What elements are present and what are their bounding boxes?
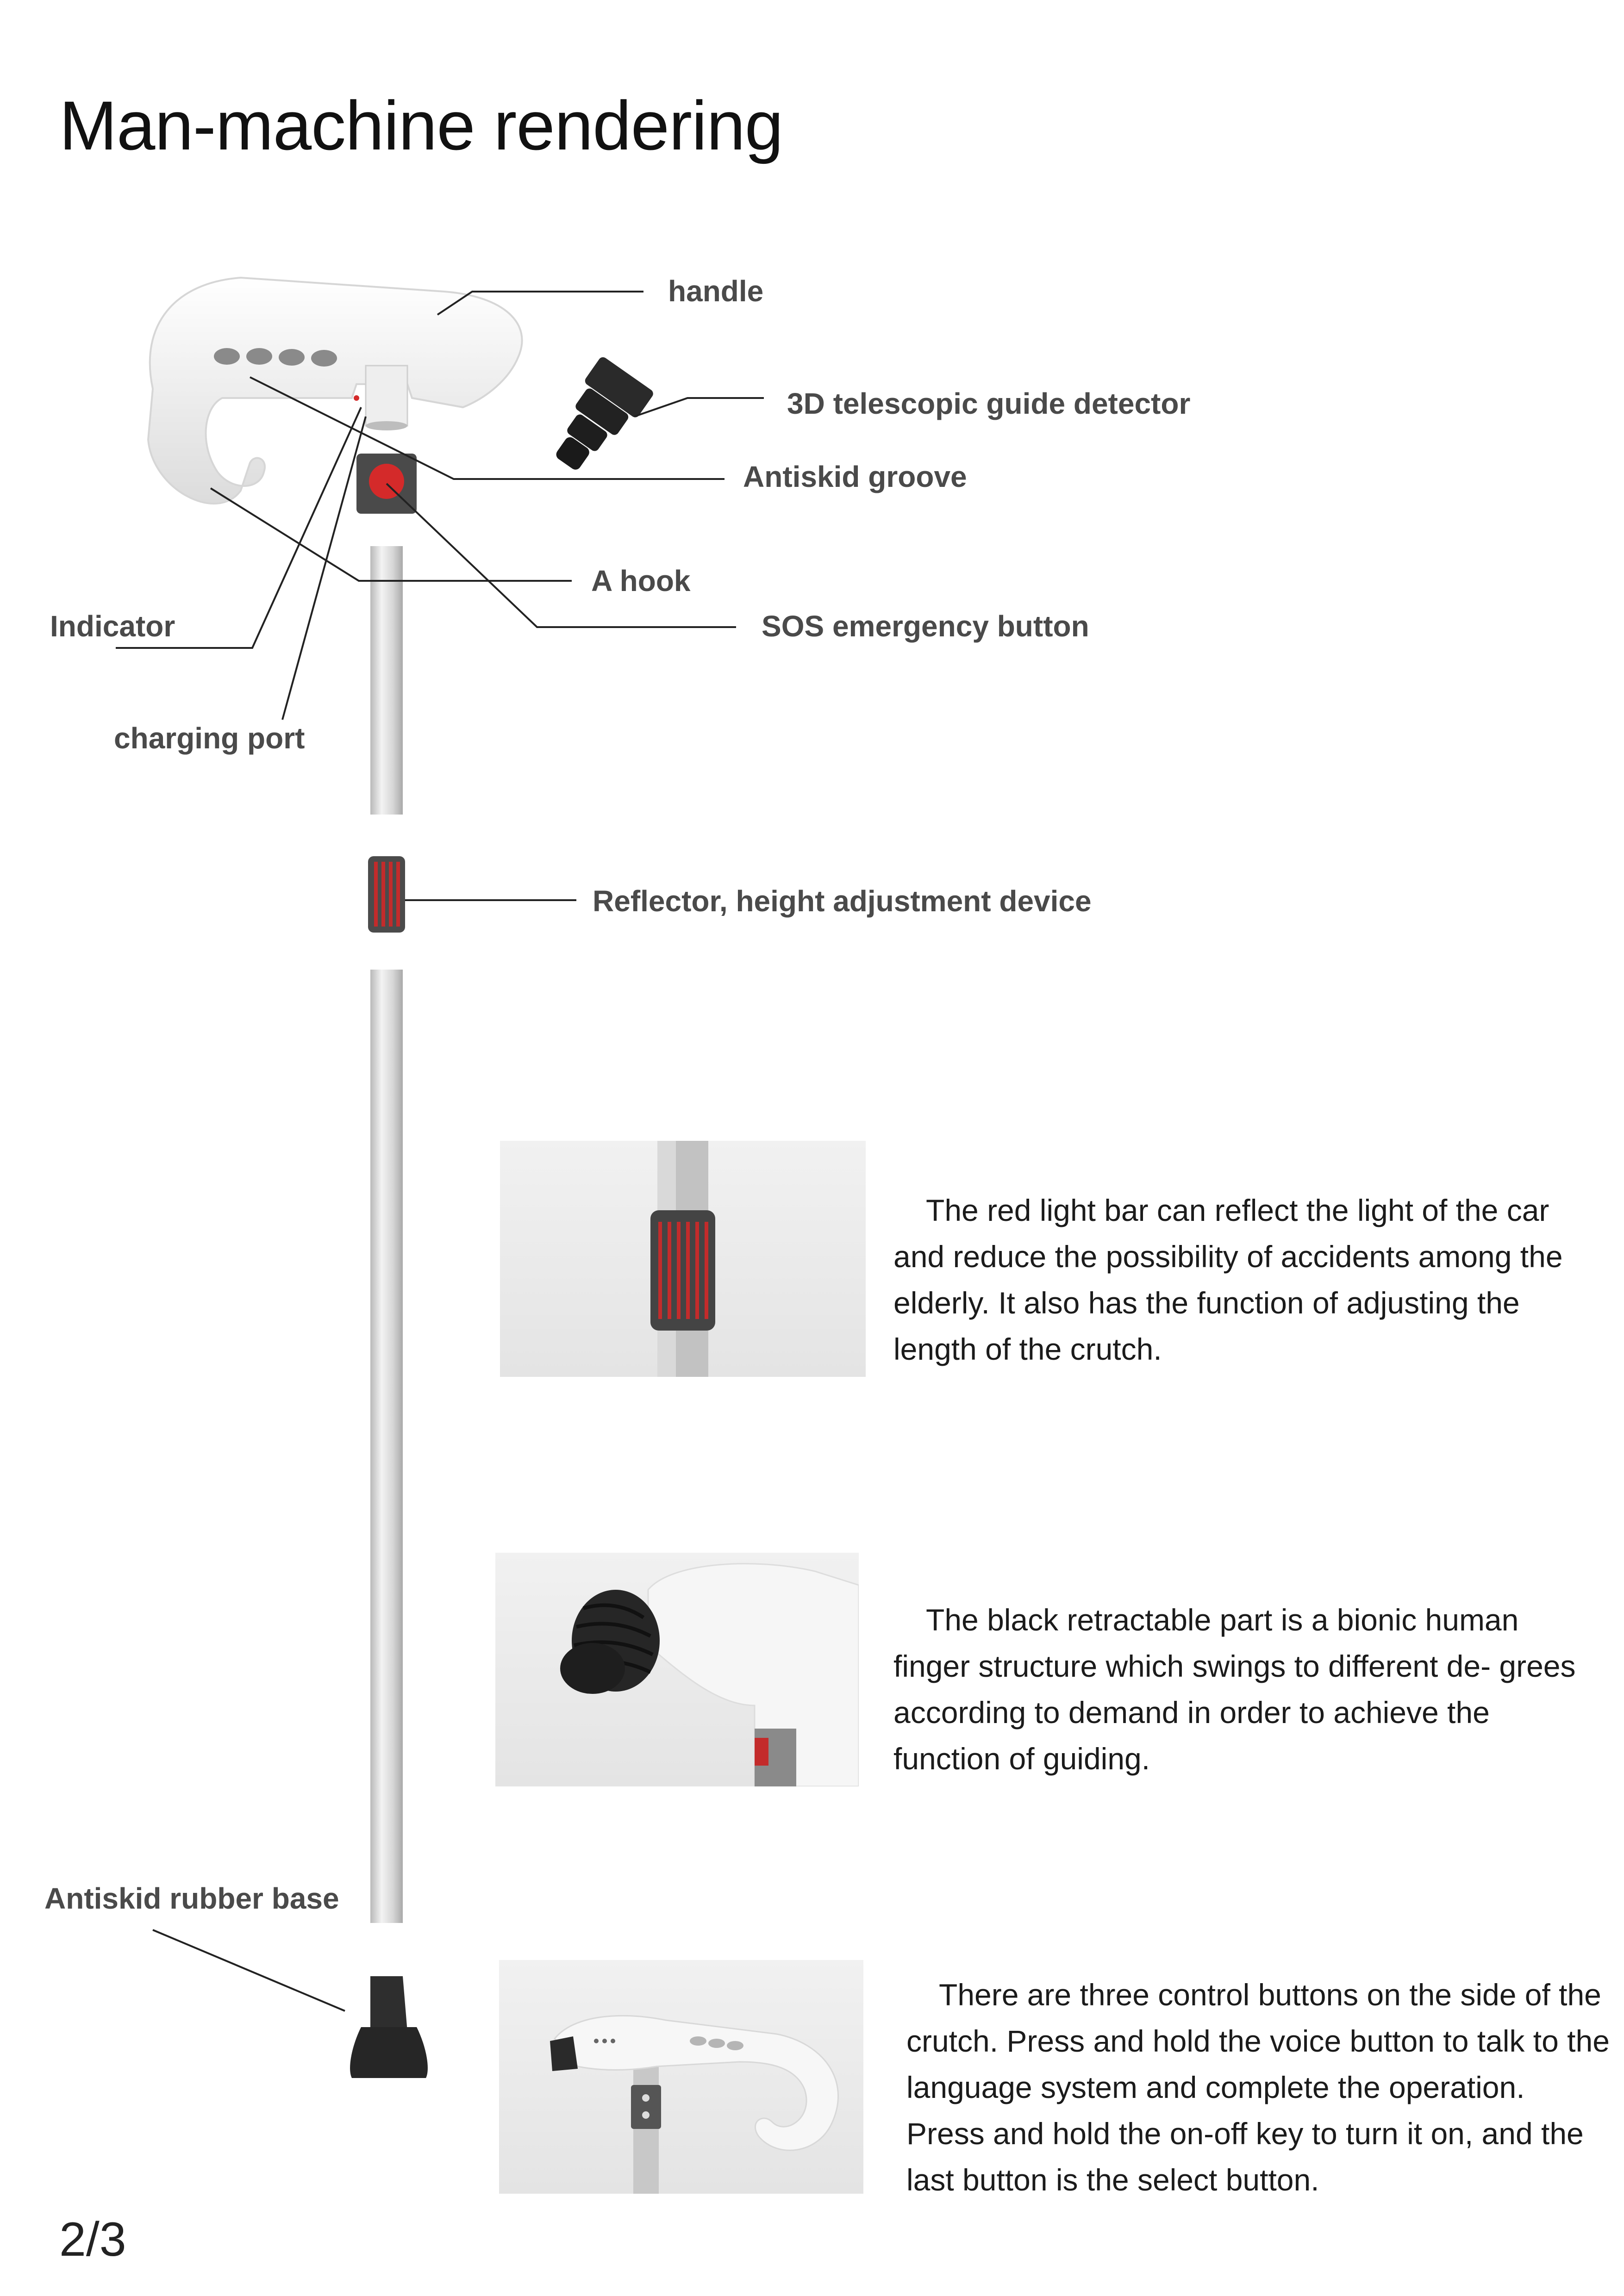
label-indicator: Indicator xyxy=(50,610,175,643)
label-reflector: Reflector, height adjustment device xyxy=(593,884,1092,918)
label-rubber-base: Antiskid rubber base xyxy=(44,1882,339,1915)
finger-description: The black retractable part is a bionic h… xyxy=(893,1603,1576,1776)
label-hook: A hook xyxy=(591,564,691,597)
buttons-detail-image xyxy=(499,1960,863,2194)
reflector-description: The red light bar can reflect the light … xyxy=(893,1193,1563,1366)
reflector-part xyxy=(368,856,405,933)
detector-part xyxy=(556,357,653,470)
label-charging-port: charging port xyxy=(114,722,305,755)
reflector-detail-image xyxy=(500,1141,866,1377)
label-sos-button: SOS emergency button xyxy=(762,610,1089,643)
leader-lines xyxy=(116,291,764,2012)
finger-detail-image xyxy=(495,1553,859,1786)
rubber-base-part xyxy=(350,1976,428,2078)
label-antiskid-groove: Antiskid groove xyxy=(743,460,967,493)
label-detector: 3D telescopic guide detector xyxy=(787,387,1191,420)
buttons-description: There are three control buttons on the s… xyxy=(906,1978,1610,2197)
page-number: 2/3 xyxy=(59,2213,126,2266)
handle-part xyxy=(147,276,523,504)
label-handle: handle xyxy=(668,274,764,308)
page-title: Man-machine rendering xyxy=(59,87,783,164)
